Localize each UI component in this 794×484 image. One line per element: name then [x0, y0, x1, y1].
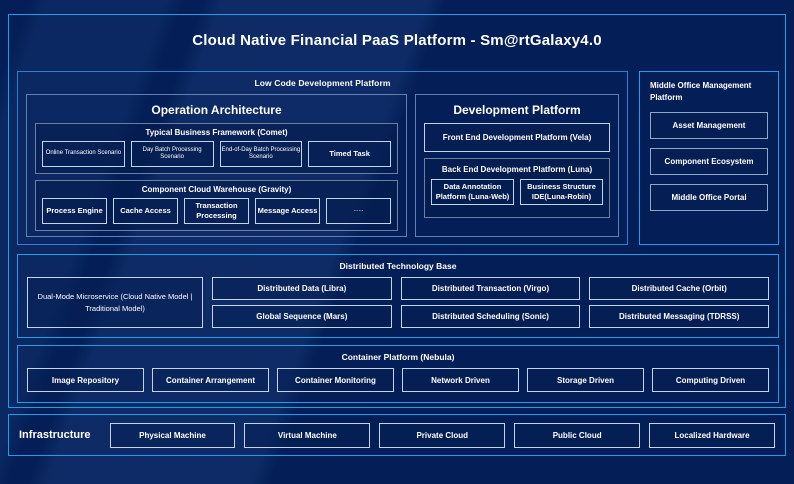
container-platform-panel: Container Platform (Nebula) Image Reposi… — [17, 345, 779, 403]
tbf-item-day-batch[interactable]: Day Batch Processing Scenario — [130, 141, 214, 167]
distributed-technology-base-panel: Distributed Technology Base Dual-Mode Mi… — [17, 254, 779, 338]
infrastructure-item-physical-machine[interactable]: Physical Machine — [109, 422, 236, 448]
ccw-item-message-access[interactable]: Message Access — [255, 198, 320, 224]
component-cloud-warehouse-title: Component Cloud Warehouse (Gravity) — [141, 185, 292, 194]
low-code-development-platform-panel: Low Code Development Platform Operation … — [17, 71, 628, 245]
operation-architecture-panel: Operation Architecture Typical Business … — [26, 94, 407, 237]
typical-business-framework-title: Typical Business Framework (Comet) — [145, 128, 288, 137]
operation-architecture-title: Operation Architecture — [151, 103, 282, 117]
dtb-item-distributed-cache[interactable]: Distributed Cache (Orbit) — [589, 277, 770, 300]
infrastructure-label: Infrastructure — [19, 429, 91, 441]
infrastructure-panel: Infrastructure Physical Machine Virtual … — [8, 414, 786, 456]
infrastructure-item-private-cloud[interactable]: Private Cloud — [379, 422, 506, 448]
distributed-technology-base-title: Distributed Technology Base — [339, 261, 457, 271]
low-code-panel-title: Low Code Development Platform — [254, 78, 391, 88]
dtb-item-distributed-messaging[interactable]: Distributed Messaging (TDRSS) — [589, 305, 770, 328]
platform-board: Cloud Native Financial PaaS Platform - S… — [8, 14, 786, 408]
development-platform-panel: Development Platform Front End Developme… — [415, 94, 619, 237]
dtb-column-1: Distributed Data (Libra) Global Sequence… — [212, 277, 392, 328]
container-item-network-driven[interactable]: Network Driven — [402, 368, 519, 392]
ccw-item-more[interactable]: ...... — [326, 198, 391, 224]
dtb-item-distributed-transaction[interactable]: Distributed Transaction (Virgo) — [400, 277, 581, 300]
container-item-image-repository[interactable]: Image Repository — [27, 368, 144, 392]
component-cloud-warehouse-items: Process Engine Cache Access Transaction … — [36, 198, 397, 230]
ccw-item-cache-access[interactable]: Cache Access — [113, 198, 178, 224]
middle-office-item-component-ecosystem[interactable]: Component Ecosystem — [650, 148, 768, 176]
backend-item-data-annotation-platform[interactable]: Data Annotation Platform (Luna-Web) — [431, 179, 514, 205]
middle-office-title: Middle Office Management Platform — [650, 81, 752, 102]
front-end-development-platform-box[interactable]: Front End Development Platform (Vela) — [424, 123, 610, 152]
middle-office-item-asset-management[interactable]: Asset Management — [650, 112, 768, 140]
dtb-column-2: Distributed Transaction (Virgo) Distribu… — [400, 277, 581, 328]
development-platform-title: Development Platform — [453, 103, 581, 117]
back-end-development-platform-title: Back End Development Platform (Luna) — [441, 165, 593, 174]
top-row: Low Code Development Platform Operation … — [17, 71, 779, 245]
tbf-item-online-transaction[interactable]: Online Transaction Scenario — [42, 141, 125, 167]
typical-business-framework-panel: Typical Business Framework (Comet) Onlin… — [35, 123, 398, 174]
middle-office-management-platform-panel: Middle Office Management Platform Asset … — [639, 71, 779, 245]
component-cloud-warehouse-panel: Component Cloud Warehouse (Gravity) Proc… — [35, 180, 398, 231]
ccw-item-process-engine[interactable]: Process Engine — [42, 198, 107, 224]
backend-item-business-structure-ide[interactable]: Business Structure IDE(Luna-Robin) — [520, 179, 603, 205]
infrastructure-item-virtual-machine[interactable]: Virtual Machine — [244, 422, 371, 448]
dtb-column-3: Distributed Cache (Orbit) Distributed Me… — [589, 277, 770, 328]
page-title: Cloud Native Financial PaaS Platform - S… — [192, 32, 602, 49]
dtb-item-distributed-scheduling[interactable]: Distributed Scheduling (Sonic) — [400, 305, 581, 328]
tbf-item-end-of-day-batch[interactable]: End-of-Day Batch Processing Scenario — [219, 141, 303, 167]
typical-business-framework-items: Online Transaction Scenario Day Batch Pr… — [36, 141, 397, 173]
back-end-items: Data Annotation Platform (Luna-Web) Busi… — [425, 179, 609, 211]
tbf-item-timed-task[interactable]: Timed Task — [308, 141, 391, 167]
ccw-item-transaction-processing[interactable]: Transaction Processing — [184, 198, 249, 224]
container-item-container-arrangement[interactable]: Container Arrangement — [152, 368, 269, 392]
container-platform-title: Container Platform (Nebula) — [341, 352, 455, 362]
middle-office-item-middle-office-portal[interactable]: Middle Office Portal — [650, 184, 768, 212]
container-item-container-monitoring[interactable]: Container Monitoring — [277, 368, 394, 392]
back-end-development-platform-group: Back End Development Platform (Luna) Dat… — [424, 158, 610, 218]
container-item-storage-driven[interactable]: Storage Driven — [527, 368, 644, 392]
dtb-item-global-sequence[interactable]: Global Sequence (Mars) — [212, 305, 392, 328]
container-item-computing-driven[interactable]: Computing Driven — [652, 368, 769, 392]
dtb-item-distributed-data[interactable]: Distributed Data (Libra) — [212, 277, 392, 300]
dual-mode-microservice-box[interactable]: Dual-Mode Microservice (Cloud Native Mod… — [27, 277, 203, 328]
infrastructure-item-localized-hardware[interactable]: Localized Hardware — [649, 422, 775, 448]
infrastructure-item-public-cloud[interactable]: Public Cloud — [514, 422, 641, 448]
